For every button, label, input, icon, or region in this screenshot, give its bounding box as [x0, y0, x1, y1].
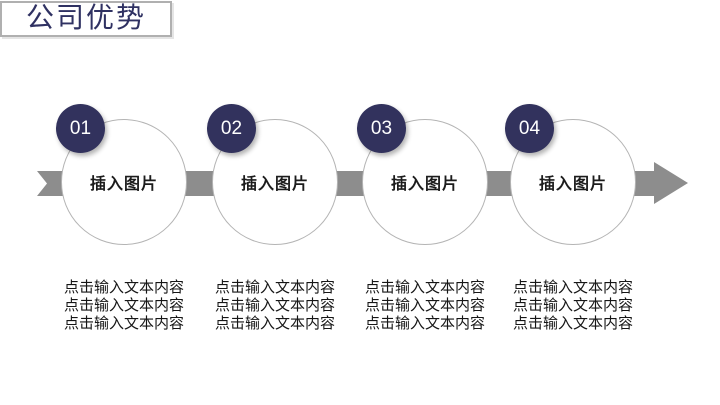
step-number: 02	[220, 117, 243, 139]
step-number-badge-3: 03	[357, 104, 406, 153]
step-text-block-1[interactable]: 点击输入文本内容 点击输入文本内容 点击输入文本内容	[49, 279, 199, 333]
image-placeholder-label: 插入图片	[538, 176, 607, 193]
step-number-badge-4: 04	[505, 104, 554, 153]
text-line: 点击输入文本内容	[63, 298, 184, 314]
image-placeholder-label: 插入图片	[240, 176, 309, 193]
step-number: 03	[370, 117, 393, 139]
image-placeholder-circle-3[interactable]: 插入图片	[362, 119, 488, 245]
text-line: 点击输入文本内容	[512, 316, 633, 332]
step-text-block-2[interactable]: 点击输入文本内容 点击输入文本内容 点击输入文本内容	[200, 279, 350, 333]
text-line: 点击输入文本内容	[214, 298, 335, 314]
process-step-2: 插入图片 02 点击输入文本内容 点击输入文本内容 点击输入文本内容	[200, 0, 350, 405]
step-number-badge-1: 01	[56, 104, 105, 153]
page-title: 公司优势	[25, 3, 146, 34]
image-placeholder-label: 插入图片	[89, 176, 158, 193]
process-step-3: 插入图片 03 点击输入文本内容 点击输入文本内容 点击输入文本内容	[350, 0, 500, 405]
step-number: 04	[518, 117, 541, 139]
text-line: 点击输入文本内容	[512, 280, 633, 296]
text-line: 点击输入文本内容	[364, 316, 485, 332]
text-line: 点击输入文本内容	[63, 316, 184, 332]
text-line: 点击输入文本内容	[364, 280, 485, 296]
text-line: 点击输入文本内容	[63, 280, 184, 296]
process-arrow-head-icon	[654, 162, 688, 204]
step-number-badge-2: 02	[207, 104, 256, 153]
process-step-4: 插入图片 04 点击输入文本内容 点击输入文本内容 点击输入文本内容	[498, 0, 648, 405]
process-step-1: 插入图片 01 点击输入文本内容 点击输入文本内容 点击输入文本内容	[49, 0, 199, 405]
text-line: 点击输入文本内容	[512, 298, 633, 314]
step-number: 01	[69, 117, 92, 139]
page-title-box: 公司优势	[0, 1, 172, 37]
text-line: 点击输入文本内容	[214, 280, 335, 296]
text-line: 点击输入文本内容	[214, 316, 335, 332]
step-text-block-3[interactable]: 点击输入文本内容 点击输入文本内容 点击输入文本内容	[350, 279, 500, 333]
image-placeholder-circle-1[interactable]: 插入图片	[61, 119, 187, 245]
image-placeholder-label: 插入图片	[390, 176, 459, 193]
text-line: 点击输入文本内容	[364, 298, 485, 314]
step-text-block-4[interactable]: 点击输入文本内容 点击输入文本内容 点击输入文本内容	[498, 279, 648, 333]
